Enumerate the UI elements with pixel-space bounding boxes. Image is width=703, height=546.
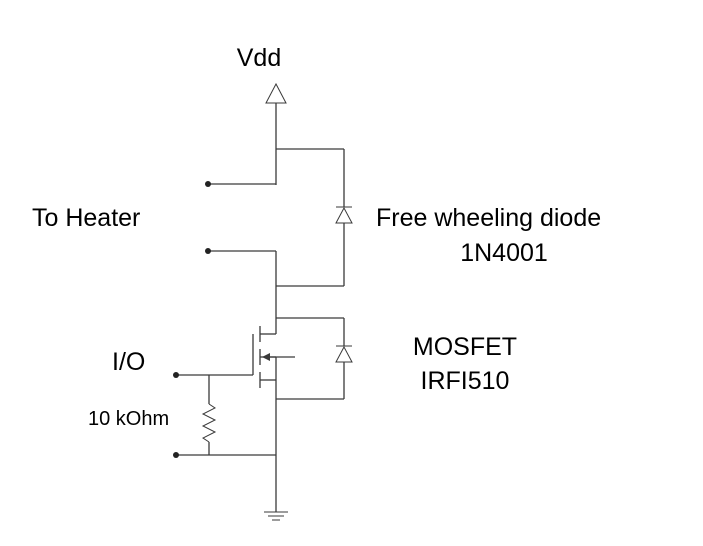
vdd-label: Vdd [237,44,281,72]
mosfet-part-label: IRFI510 [421,367,510,395]
ground-line [173,452,277,512]
mosfet-title-label: MOSFET [413,333,517,361]
mosfet-body-diode [276,317,353,400]
heater-node-bottom [205,248,211,254]
pulldown-resistor [201,375,217,455]
heater-terminal-bottom [205,248,277,318]
io-label: I/O [112,348,145,376]
diode-part-label: 1N4001 [460,239,548,267]
ground-node [173,452,179,458]
heater-terminal-top [205,181,276,187]
free-wheeling-diode [276,148,353,287]
ground-symbol [264,511,288,521]
vdd-supply-symbol [265,82,287,185]
resistor-label: 10 kOhm [88,408,169,430]
io-input-line [173,372,253,378]
diode-title-label: Free wheeling diode [376,204,601,232]
mosfet-transistor-symbol [252,318,295,455]
heater-node-top [205,181,211,187]
io-node [173,372,179,378]
heater-label: To Heater [32,204,140,232]
